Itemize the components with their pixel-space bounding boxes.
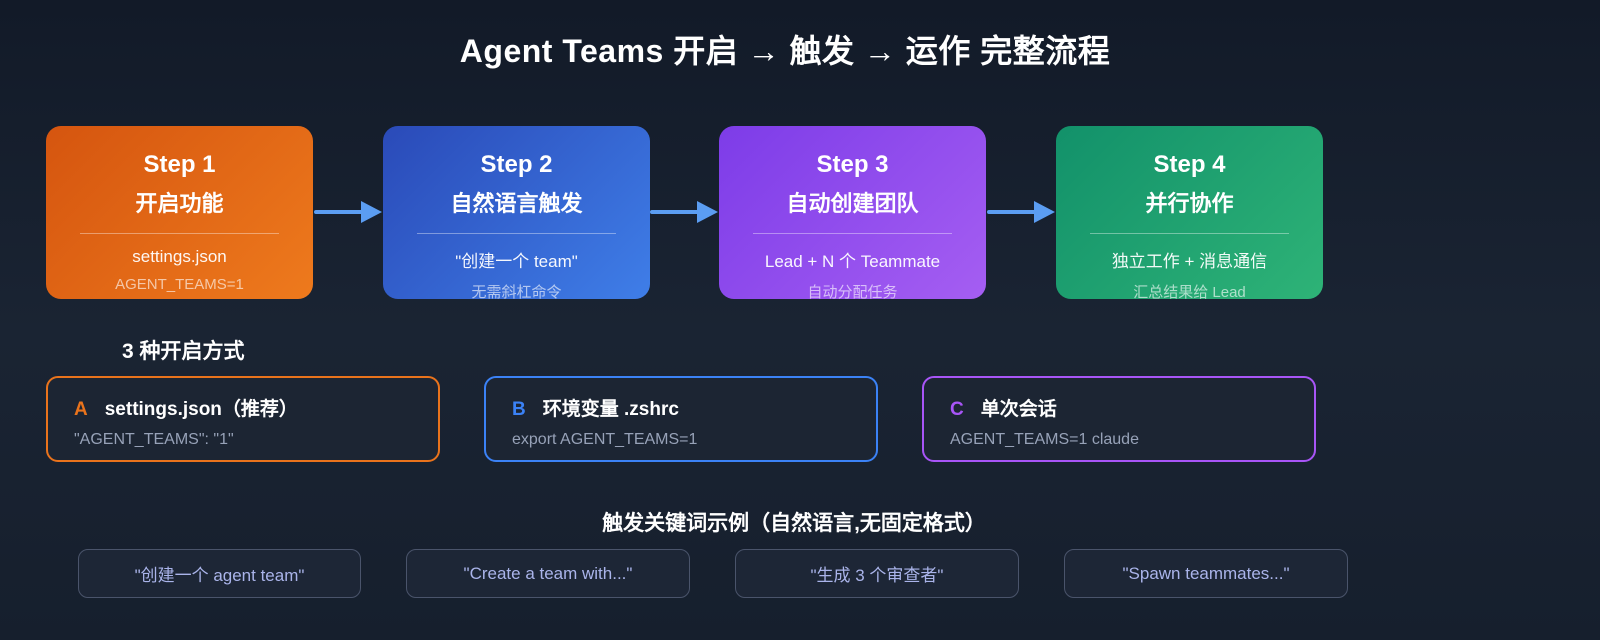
trigger-example-pill: "创建一个 agent team" (78, 549, 361, 598)
step-detail: 独立工作 + 消息通信 (1111, 252, 1268, 271)
step-card-1: Step 1 开启功能 settings.json AGENT_TEAMS=1 (46, 126, 313, 299)
arrow-head (697, 201, 718, 223)
step-card-3: Step 3 自动创建团队 Lead + N 个 Teammate 自动分配任务 (719, 126, 986, 301)
method-letter: C (950, 399, 964, 420)
method-letter: A (74, 399, 88, 420)
divider (80, 233, 279, 234)
step-detail: Lead + N 个 Teammate (764, 252, 941, 271)
step-label: Step 4 (1153, 151, 1226, 178)
step-label: Step 1 (143, 151, 216, 178)
step-subdetail: 自动分配任务 (807, 284, 898, 301)
methods-section-heading: 3 种开启方式 (122, 340, 245, 363)
step-label: Step 3 (816, 151, 889, 178)
step-card-4: Step 4 并行协作 独立工作 + 消息通信 汇总结果给 Lead (1056, 126, 1323, 301)
divider (1090, 233, 1289, 234)
method-box-c: C 单次会话 AGENT_TEAMS=1 claude (922, 376, 1316, 462)
step-card-2: Step 2 自然语言触发 "创建一个 team" 无需斜杠命令 (383, 126, 650, 301)
method-code: "AGENT_TEAMS": "1" (74, 431, 234, 448)
step-detail: settings.json (132, 247, 227, 266)
step-name: 并行协作 (1145, 191, 1234, 216)
trigger-example-pill: "生成 3 个审查者" (735, 549, 1019, 598)
method-title-row: B 环境变量 .zshrc (512, 394, 850, 421)
method-title: settings.json（推荐） (104, 399, 298, 420)
method-box-b: B 环境变量 .zshrc export AGENT_TEAMS=1 (484, 376, 878, 462)
method-letter: B (512, 399, 526, 420)
page-title: Agent Teams 开启 → 触发 → 运作 完整流程 (459, 33, 1111, 69)
method-title: 环境变量 .zshrc (542, 399, 679, 420)
flow-arrow-icon (314, 201, 382, 223)
step-name: 自然语言触发 (450, 191, 583, 216)
triggers-section-heading: 触发关键词示例（自然语言,无固定格式） (602, 512, 986, 535)
arrow-shaft (987, 210, 1037, 214)
trigger-example-pill: "Create a team with..." (406, 549, 690, 598)
method-title-row: C 单次会话 (950, 394, 1288, 421)
method-title: 单次会话 (980, 399, 1057, 420)
step-subdetail: 汇总结果给 Lead (1133, 284, 1246, 301)
flow-arrow-icon (987, 201, 1055, 223)
step-subdetail: 无需斜杠命令 (471, 284, 562, 301)
trigger-example-pill: "Spawn teammates..." (1064, 549, 1348, 598)
method-code: export AGENT_TEAMS=1 (512, 431, 698, 448)
step-subdetail: AGENT_TEAMS=1 (115, 276, 244, 293)
flow-arrow-icon (650, 201, 718, 223)
divider (417, 233, 616, 234)
step-detail: "创建一个 team" (455, 252, 578, 271)
step-label: Step 2 (480, 151, 553, 178)
step-name: 自动创建团队 (786, 191, 919, 216)
divider (753, 233, 952, 234)
arrow-shaft (650, 210, 700, 214)
step-name: 开启功能 (135, 191, 224, 216)
arrow-shaft (314, 210, 364, 214)
method-code: AGENT_TEAMS=1 claude (950, 431, 1139, 448)
arrow-head (361, 201, 382, 223)
arrow-head (1034, 201, 1055, 223)
